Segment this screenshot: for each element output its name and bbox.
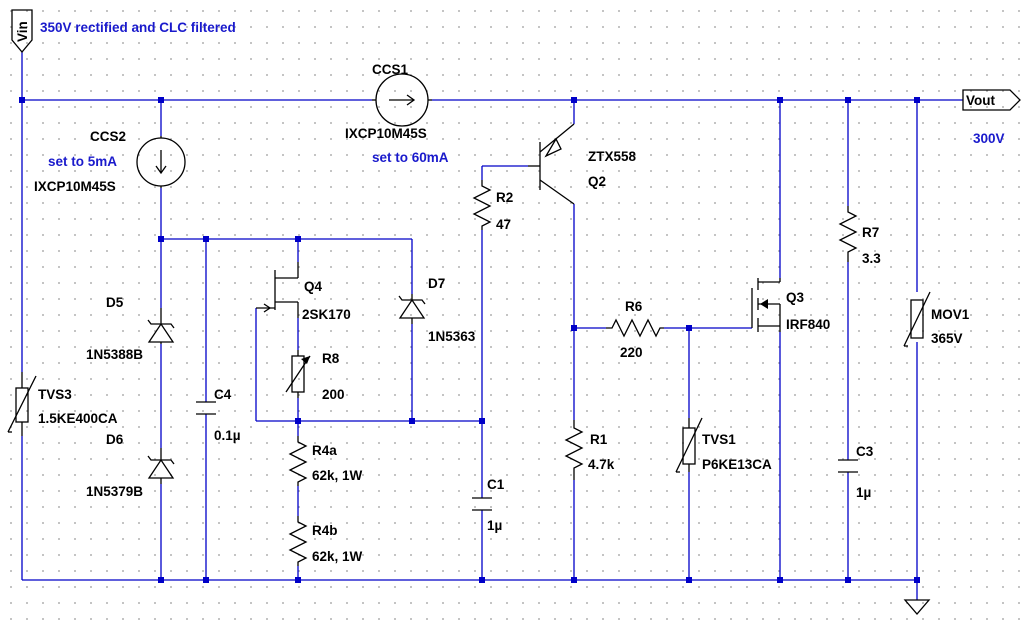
c4-symbol (196, 401, 216, 415)
ccs1-value: IXCP10M45S (345, 126, 427, 141)
vin-port: Vin (11, 9, 33, 54)
q2-value: ZTX558 (588, 149, 637, 164)
tvs3-name: TVS3 (38, 387, 72, 402)
r8-value: 200 (322, 387, 345, 402)
tvs1-value: P6KE13CA (702, 457, 772, 472)
c1-name: C1 (487, 477, 505, 492)
r4a-value: 62k, 1W (312, 468, 363, 483)
component-labels: CCS1 IXCP10M45S CCS2 IXCP10M45S TVS3 1.5… (34, 62, 970, 564)
r2-symbol (472, 180, 492, 230)
ccs2-setting-note: set to 5mA (48, 154, 117, 169)
notes: 350V rectified and CLC filtered set to 5… (40, 20, 1005, 169)
r6-symbol (606, 318, 664, 338)
c1-symbol (472, 497, 492, 511)
q2-symbol (528, 123, 575, 205)
r4a-name: R4a (312, 443, 337, 458)
tvs3-value: 1.5KE400CA (38, 411, 118, 426)
r1-symbol (564, 420, 584, 480)
r4b-name: R4b (312, 523, 338, 538)
r7-value: 3.3 (862, 251, 881, 266)
tvs1-symbol (675, 417, 703, 473)
q4-value: 2SK170 (302, 307, 351, 322)
ccs2-name: CCS2 (90, 129, 126, 144)
c3-name: C3 (856, 444, 874, 459)
d7-value: 1N5363 (428, 329, 476, 344)
c3-symbol (838, 459, 858, 473)
d7-name: D7 (428, 276, 445, 291)
r6-name: R6 (625, 299, 643, 314)
ccs1-name: CCS1 (372, 62, 409, 77)
vout-port: Vout (962, 89, 1021, 111)
c1-value: 1µ (487, 518, 502, 533)
d5-name: D5 (106, 295, 124, 310)
r8-name: R8 (322, 351, 340, 366)
d6-symbol (147, 448, 175, 484)
d6-value: 1N5379B (86, 484, 143, 499)
q3-symbol (751, 278, 781, 332)
q2-name: Q2 (588, 174, 606, 189)
r4b-symbol (288, 516, 308, 566)
q3-name: Q3 (786, 290, 805, 305)
r8-symbol (285, 350, 311, 398)
r2-value: 47 (496, 217, 511, 232)
q3-value: IRF840 (786, 317, 830, 332)
c4-name: C4 (214, 387, 232, 402)
c4-value: 0.1µ (214, 428, 241, 443)
c3-value: 1µ (856, 485, 871, 500)
r1-name: R1 (590, 432, 608, 447)
ground-icon (903, 599, 931, 615)
ccs1-setting-note: set to 60mA (372, 150, 449, 165)
r4a-symbol (288, 436, 308, 486)
vout-port-label: Vout (966, 93, 995, 108)
vin-note: 350V rectified and CLC filtered (40, 20, 236, 35)
vin-port-label: Vin (15, 21, 30, 42)
d6-name: D6 (106, 432, 124, 447)
d5-symbol (147, 308, 175, 344)
d5-value: 1N5388B (86, 347, 143, 362)
r6-value: 220 (620, 345, 643, 360)
q4-name: Q4 (304, 279, 323, 294)
vout-note: 300V (973, 131, 1005, 146)
r7-symbol (838, 206, 858, 262)
r7-name: R7 (862, 225, 879, 240)
ccs2-symbol (136, 136, 186, 188)
r2-name: R2 (496, 190, 513, 205)
q4-symbol (256, 262, 299, 318)
junctions (19, 97, 920, 583)
tvs1-name: TVS1 (702, 432, 736, 447)
r4b-value: 62k, 1W (312, 549, 363, 564)
mov1-name: MOV1 (931, 307, 970, 322)
mov1-value: 365V (931, 331, 963, 346)
ccs1-symbol (372, 73, 432, 127)
ccs2-value: IXCP10M45S (34, 179, 116, 194)
mov1-symbol (903, 291, 931, 347)
tvs3-symbol (7, 372, 37, 436)
d7-symbol (398, 294, 426, 324)
wires (21, 52, 963, 600)
r1-value: 4.7k (588, 457, 615, 472)
